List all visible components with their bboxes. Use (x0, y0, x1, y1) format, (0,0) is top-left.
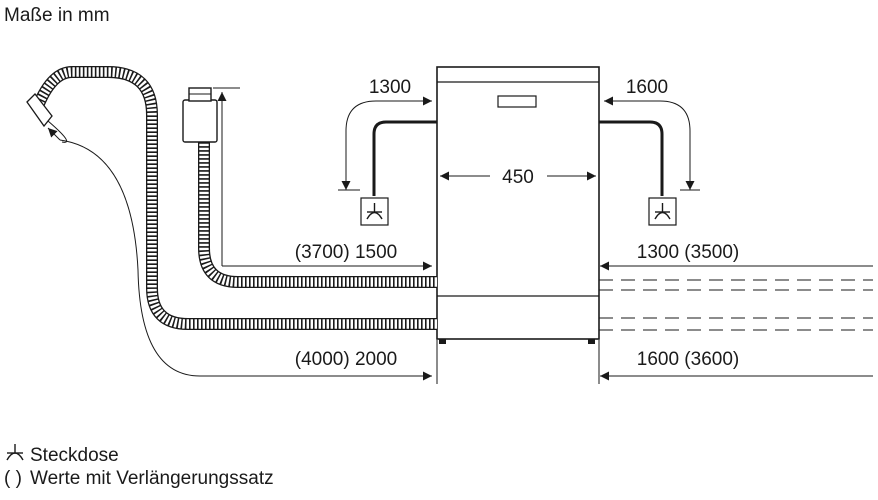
drain-hose-end (26, 93, 53, 128)
legend-socket: Steckdose (4, 443, 119, 469)
socket-icon (648, 197, 677, 226)
socket-icon (4, 443, 30, 469)
inlet-hose: (3700) 1500 (182, 87, 437, 288)
right-power-cord-length: 1600 (626, 77, 668, 98)
width-value: 450 (502, 167, 534, 188)
socket-icon (360, 197, 389, 226)
legend-extension-label: Werte mit Verlängerungssatz (30, 468, 274, 489)
parentheses-symbol: ( ) (4, 468, 22, 489)
page-title: Maße in mm (4, 5, 110, 26)
right-power-cord: 1600 (599, 77, 700, 196)
door-handle (497, 95, 537, 108)
left-power-cord-length: 1300 (369, 77, 411, 98)
foot-right (588, 339, 595, 344)
foot-left (439, 339, 446, 344)
legend-socket-label: Steckdose (30, 445, 119, 466)
dishwasher-body (436, 66, 600, 344)
left-power-cord: 1300 (338, 77, 437, 196)
right-drain-hose-length: 1600 (3600) (637, 349, 739, 370)
aquastop-valve (182, 99, 218, 143)
left-drain-hose-length: (4000) 2000 (295, 349, 397, 370)
legend-extension: ( ) Werte mit Verlängerungssatz (4, 468, 274, 490)
right-hose-extension: 1300 (3500) 1600 (3600) (599, 242, 873, 381)
width-dimension: 450 (440, 167, 596, 188)
drain-hose: (4000) 2000 (26, 66, 437, 381)
left-inlet-hose-length: (3700) 1500 (295, 242, 397, 263)
right-inlet-hose-length: 1300 (3500) (637, 242, 739, 263)
